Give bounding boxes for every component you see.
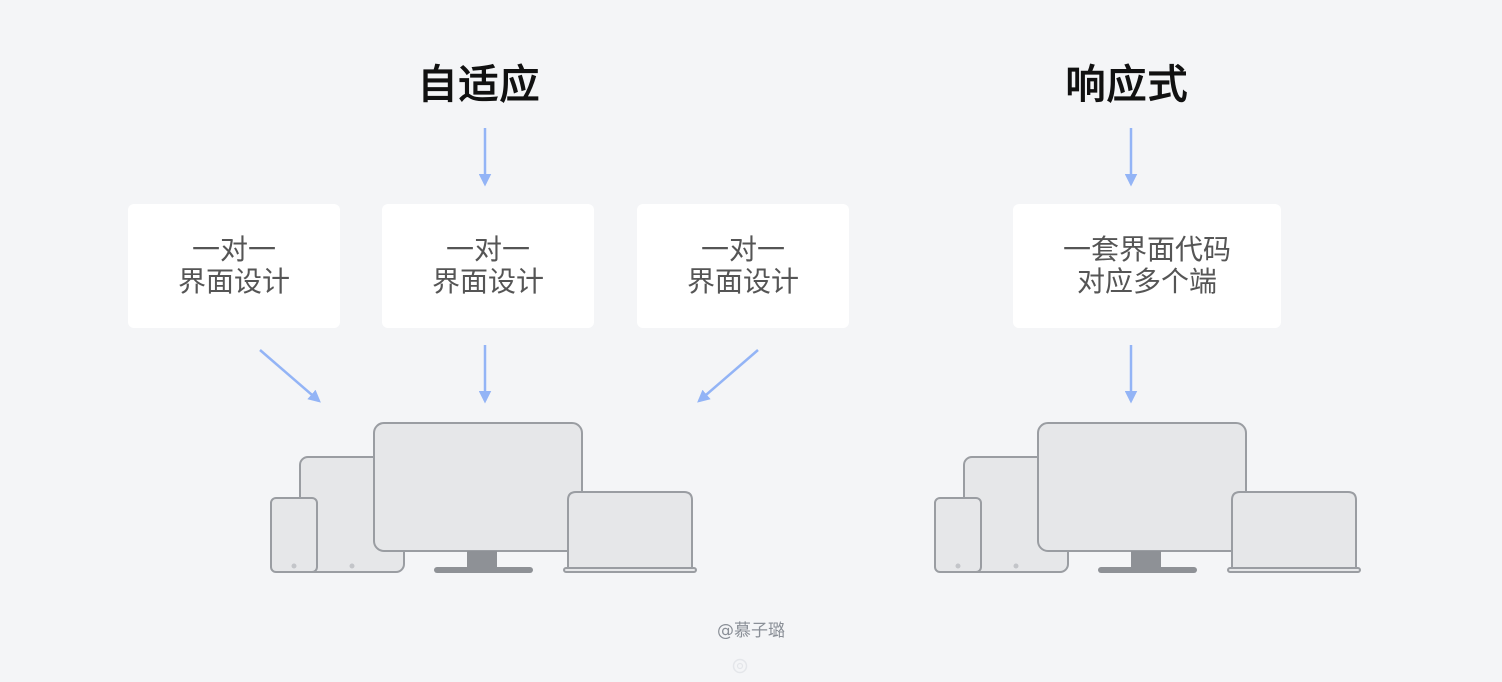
laptop-icon <box>1228 492 1360 572</box>
watermark-text: @慕子璐 <box>651 616 851 641</box>
phone-icon <box>935 498 981 572</box>
watermark-logo-icon <box>732 658 748 674</box>
monitor-icon <box>1038 423 1246 573</box>
